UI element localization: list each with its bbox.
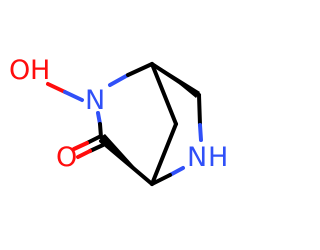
atom-label-o-carbonyl: O	[56, 142, 77, 173]
bond-oh-n	[46, 82, 67, 94]
hashed-wedge	[150, 64, 156, 69]
atom-label-o-hydroxyl: O	[9, 55, 30, 86]
bonds	[46, 62, 203, 186]
bond-carbonyl-double-2	[88, 143, 105, 153]
bond-ch2-nh	[197, 93, 202, 127]
bond-nh-c4	[150, 173, 172, 186]
atom-label-n-amine: N	[187, 142, 207, 173]
bond-ch2-nh-blue	[198, 123, 203, 142]
bond-methylene-c4	[150, 122, 178, 186]
bond-n-c1-black	[126, 62, 154, 77]
hash-1	[150, 64, 156, 69]
wedge-bond-upper	[152, 62, 200, 98]
atom-label-h-hydroxyl: H	[30, 55, 50, 86]
bond-carbonyl-double-1	[85, 135, 101, 145]
bond-carbonyl-double-1-red	[72, 141, 89, 151]
wedge-bonds	[99, 62, 200, 186]
bond-nh-c4-blue	[168, 166, 185, 177]
wedge-bond-lower	[99, 134, 152, 186]
atom-label-n-amide: N	[85, 85, 105, 116]
bond-n-carbonyl-c-black	[98, 122, 103, 139]
atom-label-h-amine: H	[208, 142, 228, 173]
bond-oh-n-blue-half	[63, 90, 84, 102]
bond-c1-methylene	[150, 62, 178, 126]
molecule-diagram: O H N O N H	[9, 55, 228, 186]
bond-carbonyl-double-2-red	[76, 149, 92, 159]
bond-n-c1	[108, 73, 130, 87]
atom-labels: O H N O N H	[9, 55, 228, 173]
